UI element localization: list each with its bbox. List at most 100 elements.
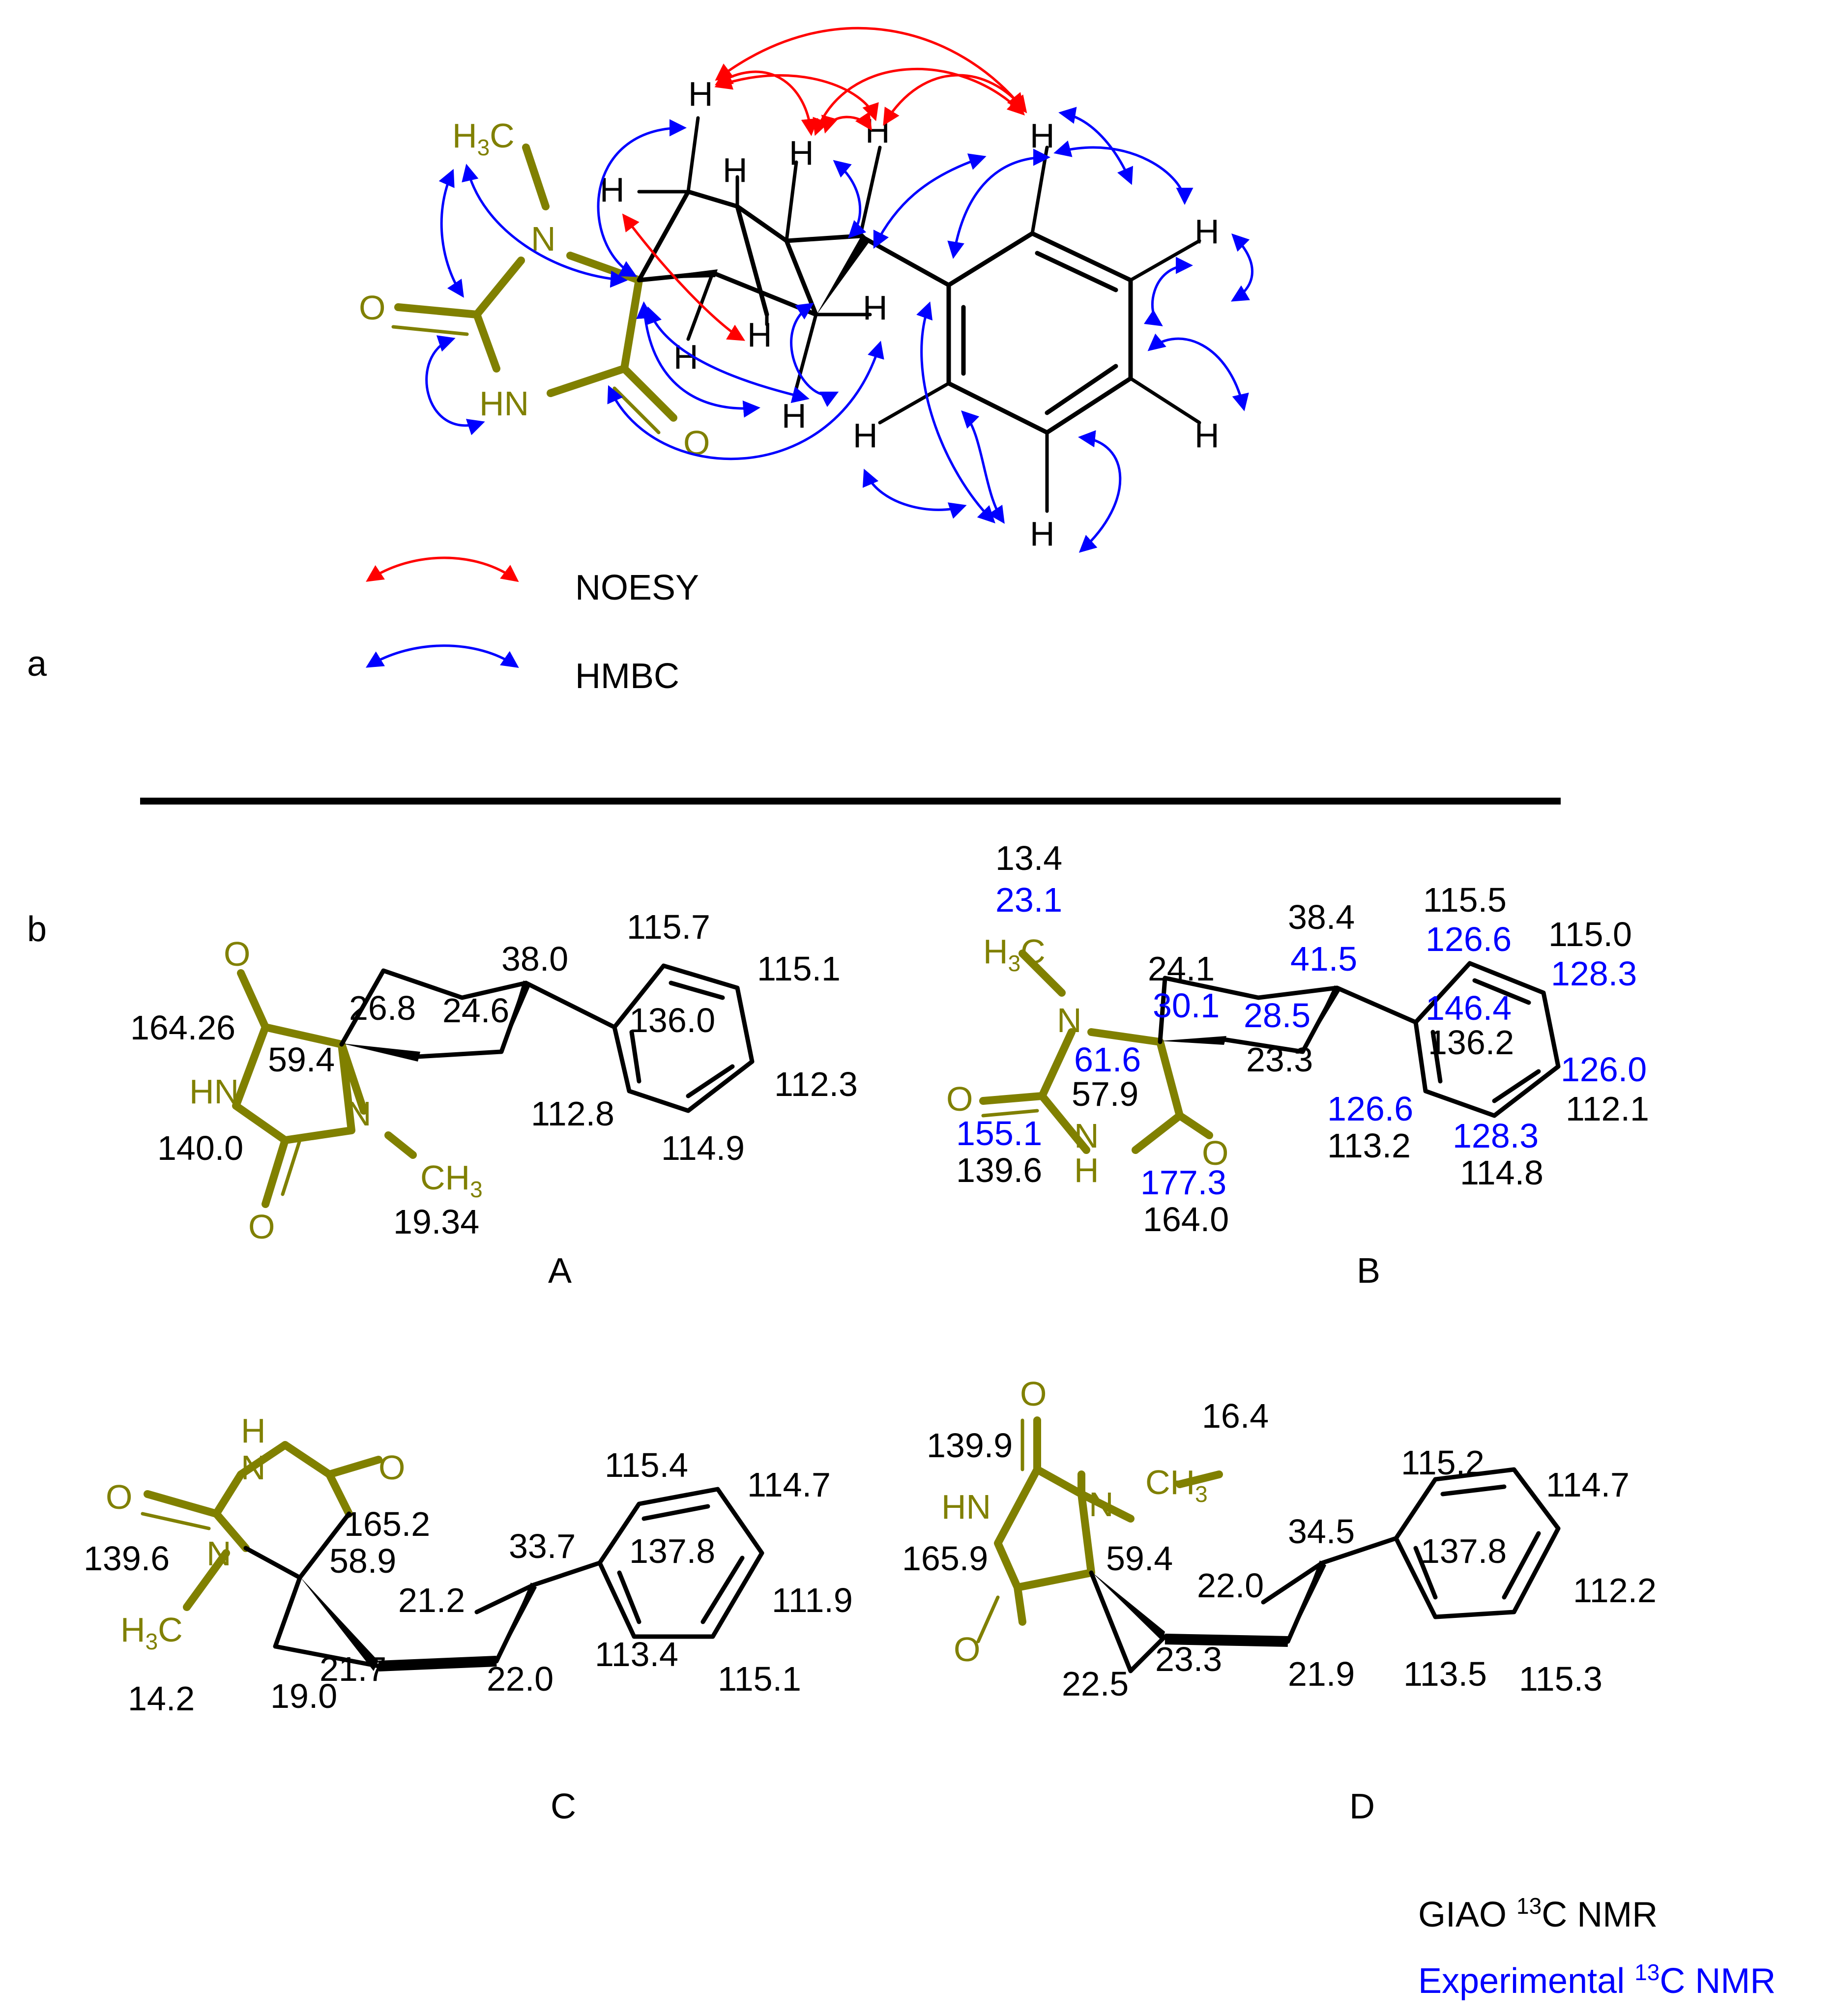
exp-B-8: 126.0 — [1561, 1050, 1647, 1089]
phenyl-inner-D — [1413, 1484, 1541, 1600]
ring-link-C — [243, 1511, 351, 1580]
wedge-A1 — [342, 1043, 420, 1062]
shift-A-3: 26.8 — [349, 989, 416, 1027]
phenyl-D — [1394, 1467, 1561, 1619]
giao-B-7: 57.9 — [1072, 1075, 1138, 1113]
panel-label-b: b — [27, 910, 47, 949]
shift-A-8: 112.3 — [774, 1065, 858, 1103]
shift-A-11: 114.9 — [661, 1129, 745, 1167]
shift-C-10: 21.7 — [320, 1650, 386, 1688]
shift-D-9: 112.2 — [1573, 1571, 1657, 1610]
structure-A: O HN N O CH3 115.7 115.1 38.0 26.8 24.6 … — [130, 908, 858, 1291]
legend-noesy-label: NOESY — [575, 568, 699, 607]
cyclohexane-A — [339, 968, 617, 1059]
o-label-a1: O — [359, 288, 385, 327]
scaffold-bonds-A — [232, 969, 417, 1208]
wedge-D3 — [1288, 1560, 1326, 1644]
shift-D-8: 22.0 — [1197, 1566, 1264, 1605]
shift-C-8: 111.9 — [772, 1581, 853, 1619]
exp-B-11: 128.3 — [1453, 1117, 1539, 1155]
footer-giao: GIAO 13C NMR — [1418, 1893, 1658, 1934]
giao-B-9: 113.2 — [1327, 1126, 1411, 1165]
h-label-a8: H — [747, 316, 772, 354]
wedge-bond-a1 — [639, 269, 718, 279]
n-label-D: N — [1089, 1485, 1114, 1524]
phenyl-inner-B — [1430, 978, 1541, 1103]
h-label-a12: H — [1194, 212, 1220, 251]
structure-label-A: A — [548, 1251, 572, 1291]
carbonyl-double-a1 — [391, 325, 469, 336]
phenyl-inner-a — [961, 251, 1118, 415]
o-label-D1: O — [1020, 1375, 1047, 1413]
wedge-C2 — [378, 1656, 497, 1671]
phenyl-C — [597, 1487, 764, 1639]
structure-label-B: B — [1357, 1251, 1380, 1291]
giao-B-8: 112.1 — [1566, 1090, 1649, 1128]
hn-label-a: HN — [479, 384, 529, 423]
shift-C-4: 137.8 — [629, 1532, 715, 1570]
scaffold-bonds-D — [994, 1416, 1223, 1626]
shift-C-1: 114.7 — [747, 1466, 831, 1504]
wedge-B2 — [1303, 985, 1341, 1053]
giao-B-12: 164.0 — [1143, 1200, 1229, 1238]
h-label-a11: H — [853, 416, 878, 455]
exp-B-0: 23.1 — [995, 881, 1062, 919]
nh-label-B-h: H — [1074, 1151, 1099, 1189]
n-label-C: N — [206, 1534, 232, 1573]
phenyl-inner-C — [617, 1504, 745, 1624]
shift-C-13: 14.2 — [128, 1679, 195, 1718]
h-label-a7: H — [863, 288, 888, 327]
wedge-C1 — [300, 1577, 378, 1671]
scaffold-bonds-C — [144, 1441, 382, 1611]
phenyl-A — [612, 963, 755, 1113]
o-label-A2: O — [248, 1208, 275, 1246]
exp-B-10: 155.1 — [956, 1114, 1042, 1152]
h-label-a4: H — [789, 134, 814, 172]
wedge-C3 — [496, 1583, 537, 1664]
carbonyl-double-C — [141, 1512, 211, 1530]
h-label-a13: H — [1194, 416, 1220, 455]
o-label-B2: O — [1202, 1134, 1228, 1172]
wedge-D2 — [1164, 1634, 1288, 1647]
exp-B-1: 41.5 — [1290, 940, 1357, 978]
ch3-label-A: CH3 — [420, 1158, 483, 1202]
scaffold-bonds-B — [979, 950, 1213, 1154]
phenyl-ring-a — [946, 231, 1133, 435]
shift-C-0: 115.4 — [605, 1446, 688, 1484]
h-label-a3: H — [723, 151, 748, 189]
wedge-A2 — [501, 980, 531, 1053]
exp-B-5: 28.5 — [1244, 996, 1310, 1035]
legend-hmbc-label: HMBC — [575, 657, 679, 696]
footer-legend: GIAO 13C NMR Experimental 13C NMR — [1418, 1893, 1776, 2001]
exp-B-12: 177.3 — [1140, 1163, 1226, 1202]
nh-label-C-n: N — [241, 1448, 266, 1487]
carbonyl-bond-a2 — [620, 365, 677, 422]
shift-D-10: 113.5 — [1403, 1655, 1487, 1693]
shift-A-6: 164.26 — [130, 1008, 235, 1047]
shift-C-11: 22.0 — [487, 1660, 553, 1698]
shift-D-6: 165.9 — [902, 1539, 988, 1578]
exp-B-3: 128.3 — [1551, 954, 1637, 993]
shift-A-12: 19.34 — [393, 1203, 479, 1241]
structure-D: O HN N CH3 O 16.4 139.9 115.2 114.7 34.5… — [902, 1375, 1657, 1826]
shift-C-12: 115.1 — [718, 1660, 801, 1698]
h-label-a1: H — [688, 75, 713, 113]
o-label-C1: O — [378, 1448, 405, 1487]
exp-B-7: 61.6 — [1074, 1040, 1141, 1079]
shift-C-5: 139.6 — [84, 1539, 170, 1578]
h-label-a14: H — [1030, 515, 1055, 553]
giao-B-10: 139.6 — [956, 1151, 1042, 1189]
giao-B-11: 114.8 — [1460, 1153, 1543, 1192]
carbonyl-double-B — [981, 1109, 1039, 1118]
nh-label-C-h: H — [241, 1411, 266, 1450]
h-label-a5: H — [865, 112, 890, 150]
o-label-A1: O — [224, 935, 250, 973]
h3c-label-a: H3C — [452, 116, 515, 160]
shift-D-5: 137.8 — [1421, 1532, 1507, 1570]
shift-A-7: 59.4 — [268, 1040, 335, 1079]
exp-B-9: 126.6 — [1327, 1090, 1413, 1128]
structure-label-C: C — [551, 1787, 576, 1826]
h-label-a10: H — [782, 397, 807, 435]
shift-A-2: 38.0 — [501, 940, 568, 978]
